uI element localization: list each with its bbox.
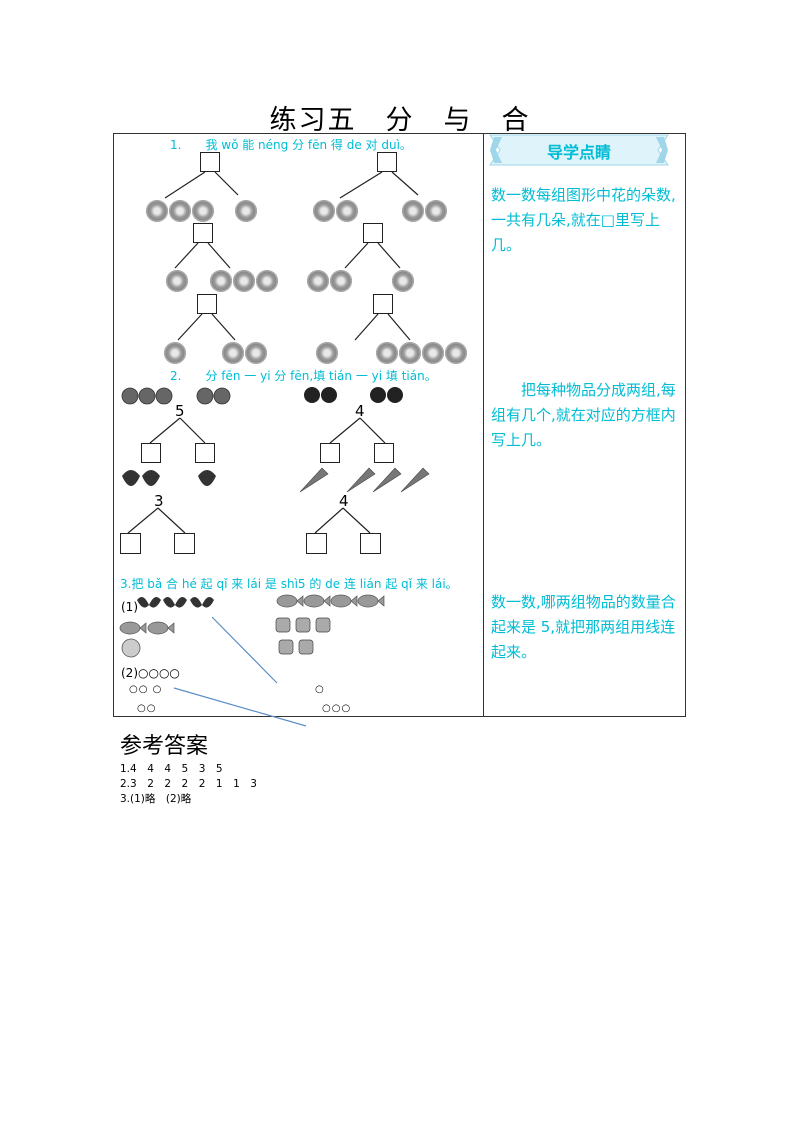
circle-group: ○○ [137,703,157,714]
flower-icon [445,342,467,364]
answer-box[interactable] [197,294,217,314]
answer-box[interactable] [363,223,383,243]
column-divider [483,133,484,717]
flower-icon [402,200,424,222]
flower-icon [425,200,447,222]
answer-line: 2.3 2 2 2 2 1 1 3 [120,778,257,790]
guide-text-1: 数一数每组图形中花的朵数,一共有几朵,就在□里写上几。 [491,186,676,254]
answers-title: 参考答案 [120,734,209,759]
flower-icon [399,342,421,364]
circle-group: ○○○ [322,703,352,714]
banner-label: 导学点睛 [546,143,611,162]
answer-box[interactable] [200,152,220,172]
exercise-frame [113,133,686,717]
flower-icon [307,270,329,292]
answer-box[interactable] [360,533,381,554]
apple-icon [304,387,403,403]
answer-box[interactable] [141,443,161,463]
answer-box[interactable] [374,443,394,463]
carrot-icon [299,467,430,493]
question-1: 1. 我 wǒ 能 néng 分 fēn 得 de 对 duì。 [170,138,412,152]
answer-box[interactable] [195,443,215,463]
page-title: 练习五 分 与 合 [269,105,531,136]
answer-connect-lines [173,616,307,727]
flower-icon [256,270,278,292]
answer-box[interactable] [320,443,340,463]
flower-icon [222,342,244,364]
butterfly-icon [137,596,214,608]
part-2-label: (2)○○○○ [121,666,180,680]
question-3: 3.把 bǎ 合 hé 起 qǐ 来 lái 是 shì5 的 de 连 liá… [120,577,458,591]
question-2: 2. 分 fēn 一 yi 分 fēn,填 tián 一 yi 填 tián。 [170,369,437,383]
circle-group: ○ [315,684,325,695]
tree-number: 5 [175,402,185,420]
answer-line: 1.4 4 4 5 3 5 [120,763,223,775]
flower-icon [164,342,186,364]
banner-shape [489,134,669,166]
flower-icon [392,270,414,292]
flower-icon [146,200,168,222]
guide-banner: 导学点睛 [489,134,669,166]
flower-icon [210,270,232,292]
tree-number: 4 [339,492,349,510]
part-1-label: (1) [121,600,138,614]
flower-icon [235,200,257,222]
guide-text-3: 数一数,哪两组物品的数量合起来是 5,就把那两组用线连起来。 [491,593,676,661]
flower-icon [316,342,338,364]
fish-icon [119,594,385,635]
answer-box[interactable] [193,223,213,243]
circle-group: ○○ ○ [129,684,163,695]
guide-text-2: 把每种物品分成两组,每组有几个,就在对应的方框内写上几。 [491,381,676,449]
flower-icon [330,270,352,292]
answer-box[interactable] [120,533,141,554]
chick-icon [121,638,141,658]
flower-icon [422,342,444,364]
flower-icon [376,342,398,364]
flower-icon [233,270,255,292]
answer-box[interactable] [377,152,397,172]
flower-icon [192,200,214,222]
strawberry-icon [122,470,216,486]
answer-box[interactable] [306,533,327,554]
answer-box[interactable] [373,294,393,314]
tree-number: 4 [355,402,365,420]
answer-box[interactable] [174,533,195,554]
answer-line: 3.(1)略 (2)略 [120,793,192,805]
fruit-icon [121,387,231,405]
flower-icon [336,200,358,222]
cat-icon [275,617,331,655]
tree-number: 3 [154,492,164,510]
flower-icon [245,342,267,364]
flower-icon [166,270,188,292]
flower-icon [313,200,335,222]
flower-icon [169,200,191,222]
